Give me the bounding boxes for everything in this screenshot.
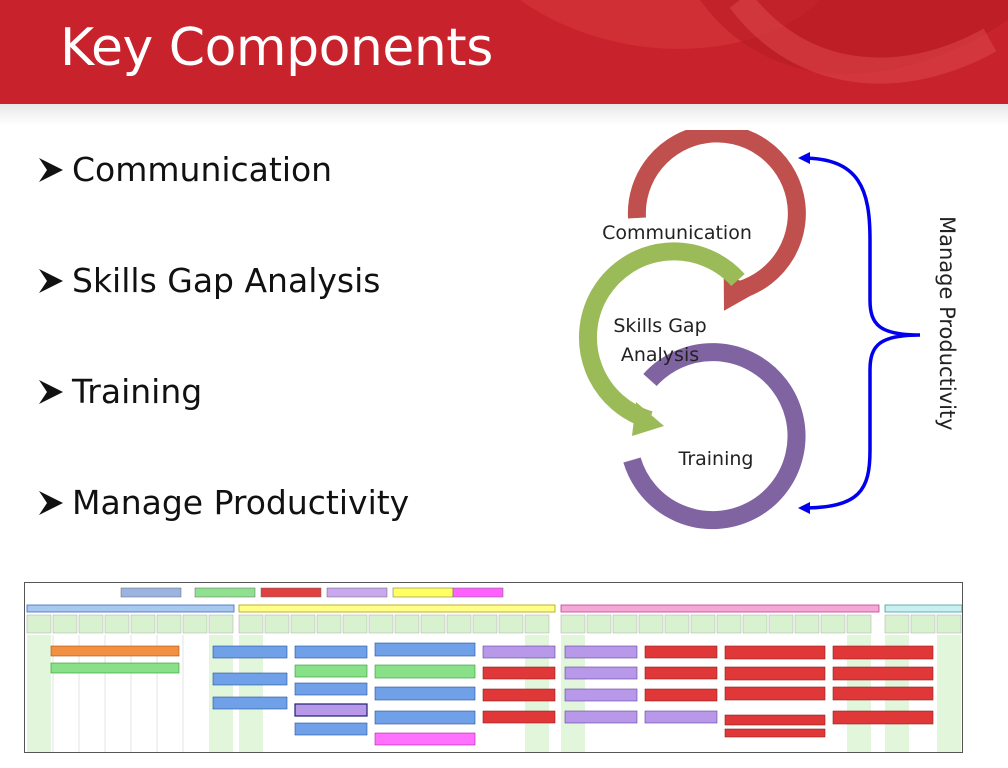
slide-title: Key Components — [60, 18, 493, 78]
arrow-bullet-icon — [39, 379, 63, 404]
header-shadow-band — [0, 104, 1008, 126]
bullet-item: Communication — [36, 150, 332, 200]
bullet-label: Communication — [72, 150, 333, 189]
skills-gap-ring — [579, 242, 745, 429]
bullet-label: Manage Productivity — [72, 483, 410, 522]
communication-ring — [627, 130, 806, 299]
arrow-bullet-icon — [39, 268, 63, 293]
training-ring — [623, 343, 806, 530]
arrow-bullet-icon — [39, 157, 63, 182]
skills-gap-arrowhead — [632, 402, 664, 436]
header-decoration — [520, 0, 1008, 84]
title-bar: Key Components — [0, 0, 1008, 104]
arrow-bullet-icon — [39, 490, 63, 515]
schedule-chart-graphic — [25, 583, 962, 752]
schedule-chart-image — [24, 582, 963, 753]
manage-productivity-brace — [801, 156, 921, 510]
ring-label-communication: Communication — [602, 222, 752, 244]
brace-arrowhead-top — [798, 152, 810, 164]
bullet-label: Training — [72, 372, 203, 411]
bullet-item: Manage Productivity — [36, 483, 409, 533]
brace-label: Manage Productivity — [935, 216, 959, 431]
bullet-label: Skills Gap Analysis — [72, 261, 381, 300]
ring-label-training: Training — [678, 448, 754, 470]
bullet-item: Training — [36, 372, 202, 422]
bullet-item: Skills Gap Analysis — [36, 261, 380, 311]
brace-arrowhead-bottom — [798, 502, 810, 514]
